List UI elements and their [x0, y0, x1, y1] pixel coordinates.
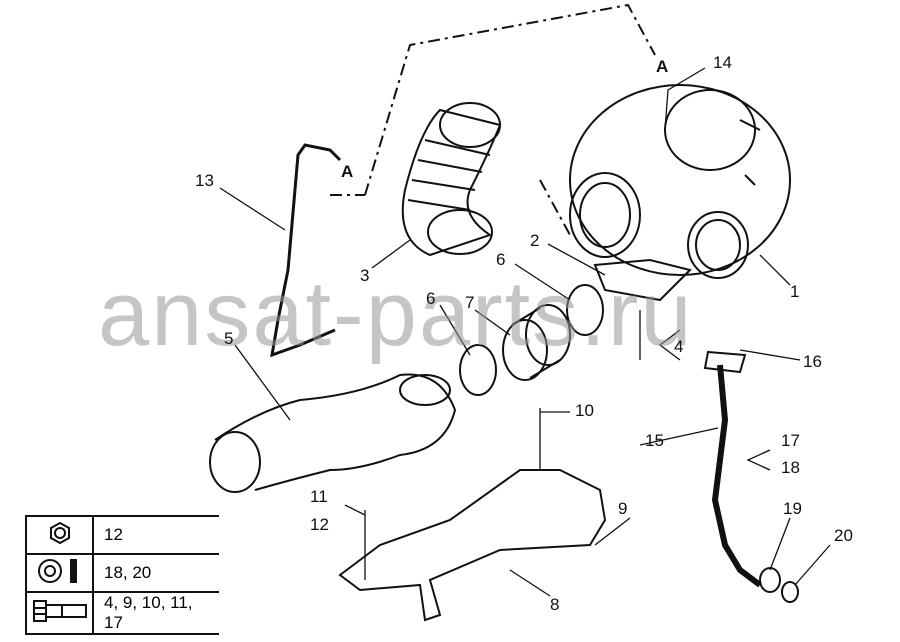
callout-1: 1 [790, 282, 800, 301]
clamp [459, 344, 497, 396]
callout-17: 17 [781, 431, 800, 450]
callout-13: 13 [195, 171, 214, 190]
washer-icon [37, 558, 77, 583]
callout-15: 15 [645, 431, 664, 450]
legend-row: 18, 20 [25, 553, 219, 593]
oil-return-gasket [703, 350, 747, 374]
callout-9: 9 [618, 499, 628, 518]
washer [759, 567, 781, 593]
callout-6-right: 6 [496, 250, 506, 269]
legend-row: 12 [25, 515, 219, 555]
sleeve [502, 304, 571, 381]
callout-20: 20 [834, 526, 853, 545]
callout-11: 11 [310, 487, 328, 506]
legend-parts: 12 [92, 515, 219, 555]
heat-shield-bracket [338, 469, 607, 622]
callout-5: 5 [224, 329, 234, 348]
bolt-icon [32, 599, 87, 622]
watermark: ansat-parts.ru [98, 263, 694, 365]
leader-lines [219, 67, 831, 597]
callout-14: 14 [713, 53, 732, 72]
section-a-dashed-line [330, 3, 656, 236]
section-marker-a-left: A [341, 162, 354, 181]
hex-nut-icon [49, 521, 70, 544]
legend-parts: 18, 20 [92, 553, 219, 593]
callout-8: 8 [550, 595, 560, 614]
legend-parts: 4, 9, 10, 11, 17 [92, 591, 219, 635]
legend-row: 4, 9, 10, 11, 17 [25, 591, 219, 635]
callout-18: 18 [781, 458, 800, 477]
callout-2: 2 [530, 231, 540, 250]
intake-pipe [209, 373, 457, 493]
oil-supply-line [270, 143, 342, 358]
gasket [593, 258, 692, 302]
gasket-20 [781, 581, 799, 603]
oil-return-pipe [711, 364, 762, 588]
intake-hose [401, 102, 502, 257]
callout-16: 16 [803, 352, 822, 371]
callout-7: 7 [465, 293, 475, 312]
callout-3: 3 [360, 266, 370, 285]
callout-19: 19 [783, 499, 802, 518]
callout-4: 4 [674, 337, 684, 356]
callout-10: 10 [575, 401, 594, 420]
clamp [566, 284, 604, 336]
callout-6-left: 6 [426, 289, 436, 308]
turbocharger [569, 84, 791, 279]
callout-12: 12 [310, 515, 329, 534]
fastener-legend: 12 18, 20 4, 9, 10, 11, 17 [25, 515, 219, 635]
section-marker-a-top: A [656, 57, 669, 76]
